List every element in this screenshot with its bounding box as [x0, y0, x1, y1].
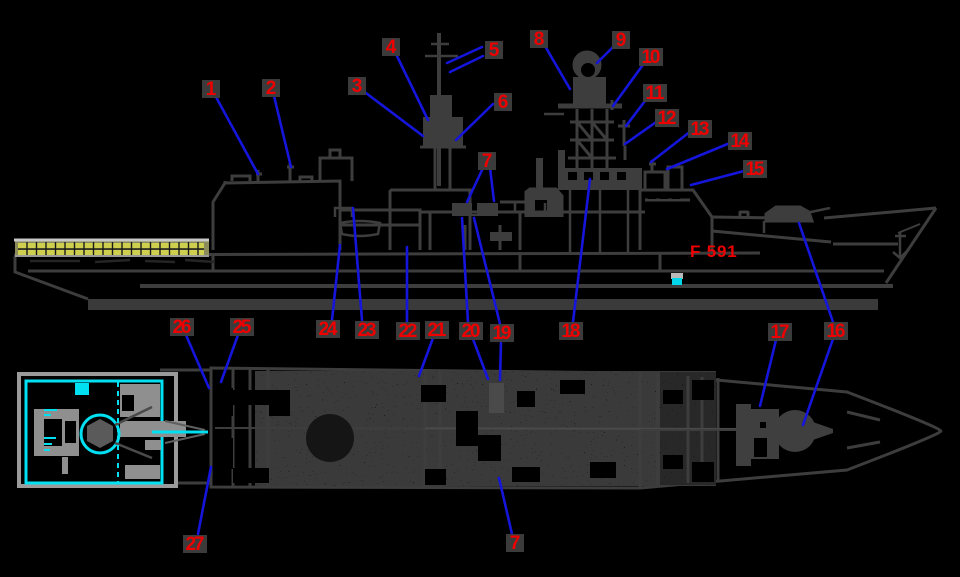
svg-text:7: 7 [482, 151, 493, 172]
svg-text:12: 12 [658, 108, 677, 129]
svg-text:3: 3 [352, 76, 363, 97]
svg-text:14: 14 [731, 131, 750, 152]
svg-text:21: 21 [428, 320, 447, 341]
svg-text:27: 27 [186, 534, 205, 555]
svg-text:26: 26 [173, 317, 192, 338]
svg-text:4: 4 [386, 37, 397, 58]
svg-text:23: 23 [358, 320, 377, 341]
svg-text:9: 9 [616, 30, 627, 51]
svg-text:10: 10 [642, 47, 661, 68]
svg-text:5: 5 [489, 40, 500, 61]
svg-text:17: 17 [771, 322, 790, 343]
svg-text:15: 15 [746, 159, 765, 180]
svg-text:6: 6 [498, 92, 509, 113]
svg-text:11: 11 [646, 83, 665, 104]
svg-text:16: 16 [827, 321, 846, 342]
svg-text:2: 2 [266, 78, 277, 99]
svg-text:20: 20 [462, 321, 481, 342]
svg-text:F 591: F 591 [690, 242, 737, 261]
svg-text:22: 22 [399, 321, 418, 342]
svg-text:7: 7 [510, 533, 521, 554]
svg-text:24: 24 [319, 319, 338, 340]
svg-text:13: 13 [691, 119, 710, 140]
svg-text:18: 18 [562, 321, 581, 342]
svg-text:8: 8 [534, 29, 545, 50]
svg-text:25: 25 [233, 317, 252, 338]
svg-text:19: 19 [493, 323, 512, 344]
svg-text:1: 1 [206, 79, 217, 100]
